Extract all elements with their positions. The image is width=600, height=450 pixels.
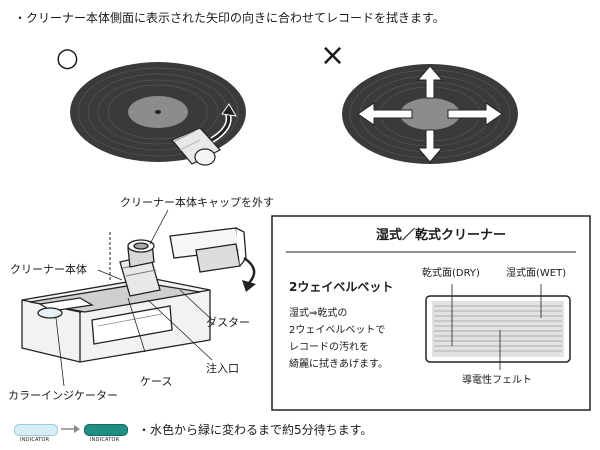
wrong-mark: × bbox=[320, 38, 346, 73]
record-wrong-illustration bbox=[342, 64, 518, 164]
info-box-title: 湿式／乾式クリーナー bbox=[376, 228, 507, 243]
dry-side-label: 乾式面(DRY) bbox=[422, 268, 480, 279]
color-indicator-label: カラーインジケーター bbox=[8, 389, 118, 402]
indicator-after-swatch bbox=[84, 424, 128, 436]
body-label: クリーナー本体 bbox=[10, 263, 87, 276]
felt-label: 導電性フェルト bbox=[462, 375, 532, 386]
indicator-after-label: INDICATOR bbox=[90, 437, 120, 443]
cleaner-body-illustration bbox=[21, 227, 247, 363]
record-correct-illustration bbox=[70, 62, 246, 166]
instruction-text: ・クリーナー本体側面に表示された矢印の向きに合わせてレコードを拭きます。 bbox=[14, 11, 445, 25]
cap-remove-label: クリーナー本体キャップを外す bbox=[120, 196, 274, 209]
duster-label: ダスター bbox=[206, 316, 250, 329]
cleaner-brush-illustration bbox=[171, 127, 221, 166]
indicator-before-label: INDICATOR bbox=[20, 437, 50, 443]
inlet-label: 注入口 bbox=[206, 362, 239, 375]
info-box-subtitle: 2ウェイベルベット bbox=[289, 280, 394, 294]
indicator-before-swatch bbox=[14, 424, 58, 436]
info-box-description: 湿式⇒乾式の 2ウェイベルベットで レコードの汚れを 綺麗に拭きあげます。 bbox=[289, 305, 388, 373]
description-line: 綺麗に拭きあげます。 bbox=[289, 359, 388, 370]
velvet-pad-illustration bbox=[425, 284, 571, 370]
description-line: レコードの汚れを bbox=[289, 342, 369, 353]
wet-side-label: 湿式面(WET) bbox=[506, 268, 567, 279]
description-line: 2ウェイベルベットで bbox=[289, 325, 386, 336]
correct-mark: ○ bbox=[56, 43, 79, 73]
description-line: 湿式⇒乾式の bbox=[289, 308, 348, 319]
case-label: ケース bbox=[140, 375, 173, 388]
indicator-note: ・水色から緑に変わるまで約5分待ちます。 bbox=[138, 423, 373, 437]
